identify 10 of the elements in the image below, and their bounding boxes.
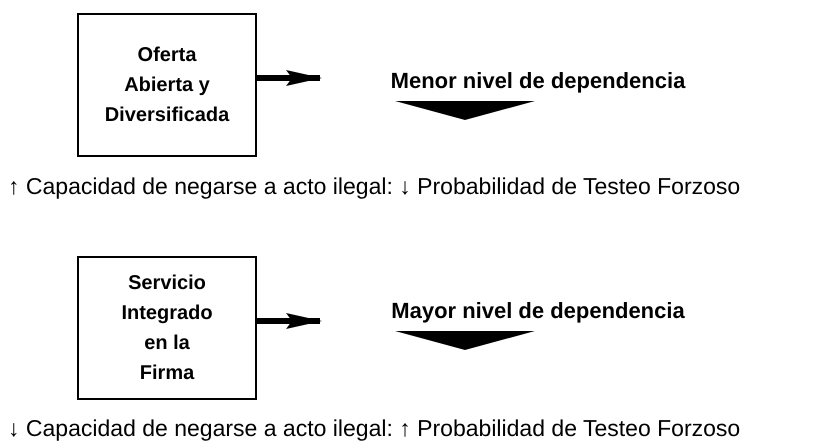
outcome-text: Mayor nivel de dependencia	[391, 297, 685, 325]
process-box	[77, 256, 257, 400]
arrow	[257, 313, 322, 329]
process-box	[77, 13, 257, 157]
box-label: Oferta Abierta y Diversificada	[104, 43, 230, 128]
arrow	[257, 70, 322, 86]
effect-statement: ↓ Capacidad de negarse a acto ilegal: ↑ Probabilidad de Testeo Forzoso	[8, 414, 740, 442]
effect-statement: ↑ Capacidad de negarse a acto ilegal: ↓ Probabilidad de Testeo Forzoso	[8, 172, 740, 200]
box-label: Servicio Integrado en la Firma	[120, 271, 214, 386]
outcome-text: Menor nivel de dependencia	[390, 67, 686, 95]
